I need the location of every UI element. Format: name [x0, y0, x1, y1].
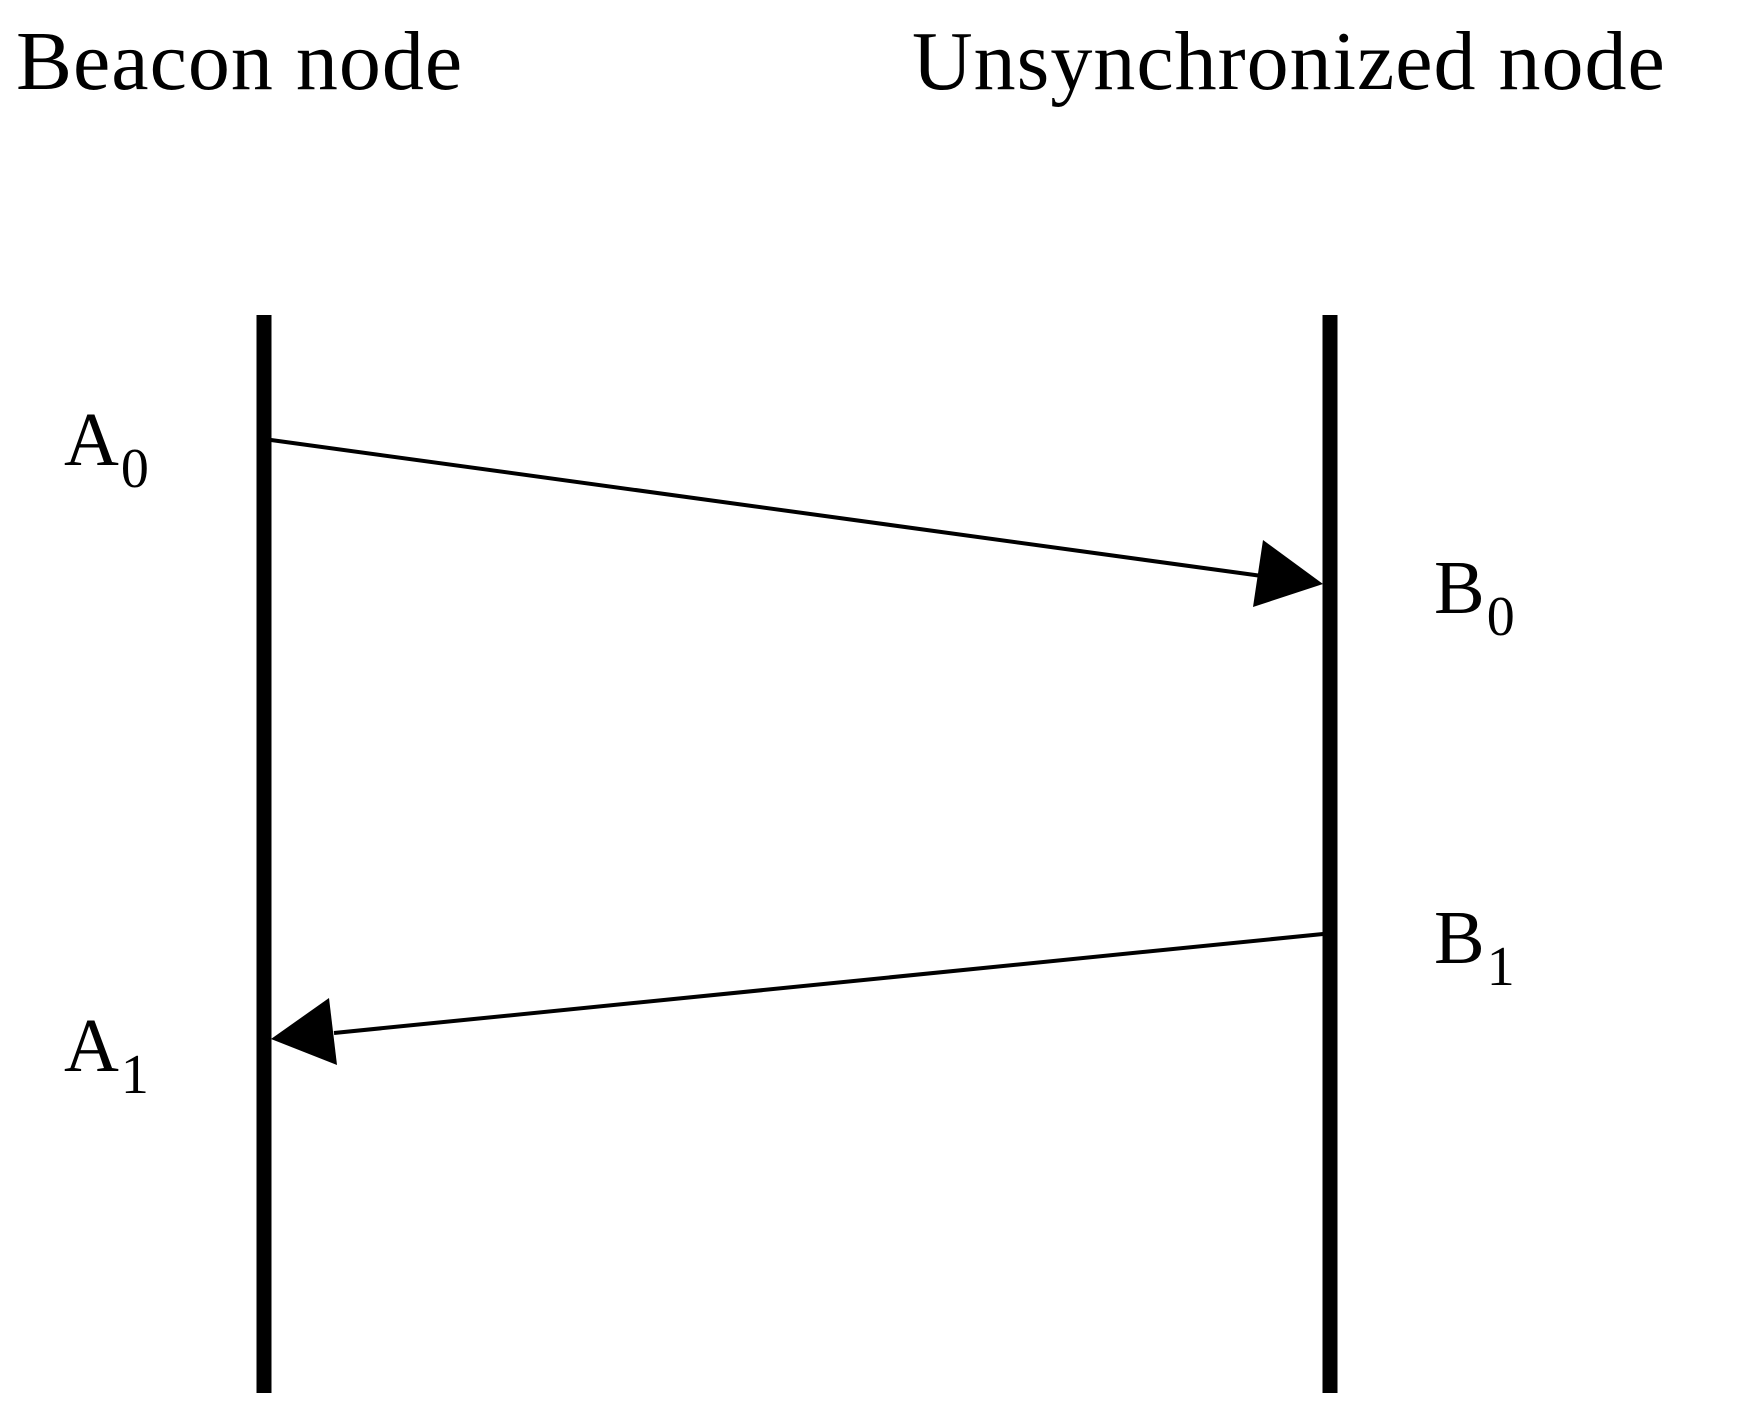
unsynchronized-node-title: Unsynchronized node — [912, 15, 1666, 108]
event-label-a1-base: A — [64, 1004, 119, 1088]
event-label-a0: A0 — [64, 402, 149, 497]
message-arrow-a0-to-b0 — [270, 438, 1323, 607]
event-label-b0-subscript: 0 — [1486, 586, 1515, 648]
arrowhead-icon — [271, 998, 337, 1065]
event-label-b0-base: B — [1434, 546, 1485, 630]
event-label-a0-base: A — [64, 398, 119, 482]
event-label-b0: B0 — [1434, 550, 1515, 645]
event-label-b1-base: B — [1434, 896, 1485, 980]
message-arrow-b1-to-a1 — [271, 932, 1324, 1065]
event-label-a1: A1 — [64, 1008, 149, 1103]
event-label-a0-subscript: 0 — [120, 438, 149, 500]
beacon-node-title: Beacon node — [16, 15, 464, 108]
event-label-b1: B1 — [1434, 900, 1515, 995]
event-label-b1-subscript: 1 — [1486, 936, 1515, 998]
arrowhead-icon — [1253, 540, 1323, 607]
event-label-a1-subscript: 1 — [120, 1044, 149, 1106]
